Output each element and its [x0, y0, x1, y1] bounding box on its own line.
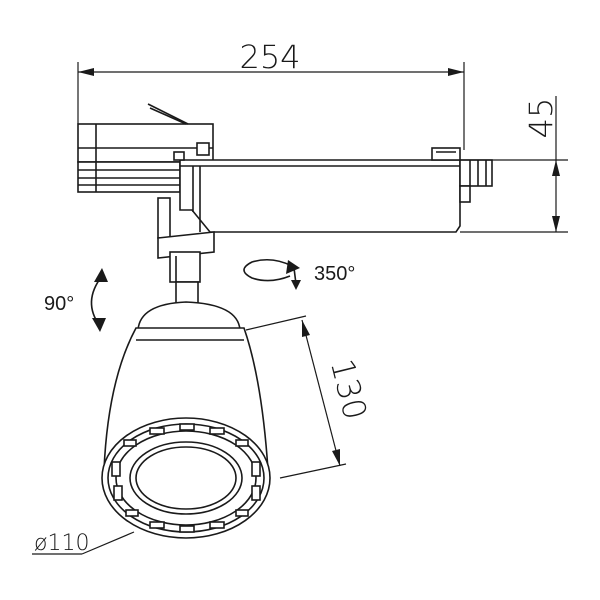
- dimension-length-label: 130: [323, 355, 375, 423]
- dimension-diameter: ø110: [32, 531, 135, 556]
- swivel-stem: [157, 197, 215, 305]
- track-adapter: [77, 103, 493, 233]
- pan-rotation-label: 350°: [314, 263, 355, 285]
- bezel-teeth: [111, 423, 261, 533]
- spot-head: [101, 301, 271, 539]
- dimension-diameter-label: ø110: [34, 531, 89, 556]
- dimension-width-label: 254: [239, 38, 300, 76]
- dimension-height: 45: [460, 96, 568, 233]
- tilt-rotation: 90°: [44, 268, 108, 332]
- dimension-width: 254: [77, 38, 465, 150]
- tilt-rotation-label: 90°: [44, 293, 74, 315]
- dimension-height-label: 45: [522, 98, 560, 139]
- pan-rotation: 350°: [243, 258, 355, 290]
